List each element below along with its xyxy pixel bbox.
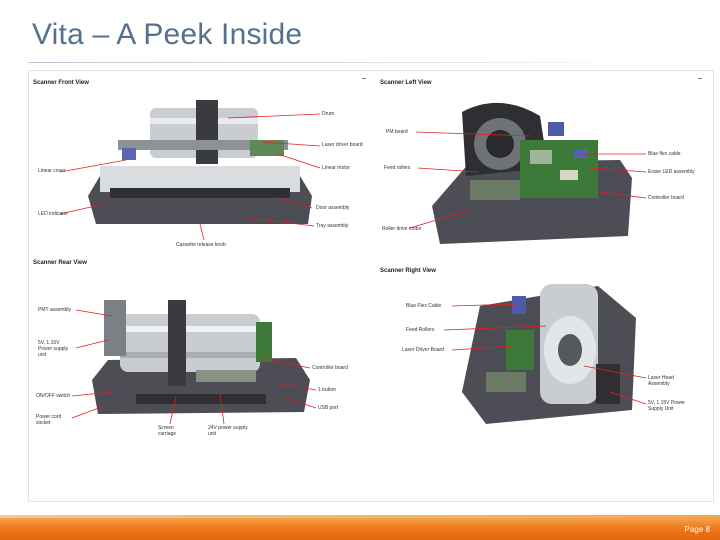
callout-power-cord-socket: Power cord socket bbox=[36, 414, 62, 426]
callout-laser-driver-board: Laser driver board bbox=[322, 142, 363, 148]
callout-on-off-switch: ON/OFF switch bbox=[36, 393, 71, 399]
front-view-label: Scanner Front View bbox=[33, 80, 89, 86]
callout-button: 1 button bbox=[318, 387, 337, 393]
slide-title: Vita – A Peek Inside bbox=[32, 18, 303, 51]
callout-laser-head-assembly: Laser Head Assembly bbox=[648, 375, 674, 387]
callout-24v-power-supply: 24V power supply unit bbox=[208, 425, 248, 437]
callout-feed-rollers: Feed rollers bbox=[384, 165, 411, 171]
callout-led-indicator: LED indicator bbox=[38, 211, 69, 217]
callout-5v-power-supply-rear: 5V, 1.15V Power supply unit bbox=[38, 340, 69, 358]
callout-roller-drive-motor: Roller drive motor bbox=[382, 226, 422, 232]
callout-pm-board: PM board bbox=[386, 129, 408, 135]
callout-controller-board-left: Controller board bbox=[648, 195, 684, 201]
callout-usb-port: USB port bbox=[318, 405, 339, 411]
page-number: Page 8 bbox=[684, 525, 710, 534]
callout-5v-power-supply-right: 5V, 1.15V Power Supply Unit bbox=[648, 400, 686, 412]
corner-tick bbox=[698, 78, 702, 79]
right-view-label: Scanner Right View bbox=[380, 268, 436, 274]
left-view-label: Scanner Left View bbox=[380, 80, 432, 86]
callout-laser-driver-board-right: Laser Driver Board bbox=[402, 347, 444, 353]
callout-door-assembly: Door assembly bbox=[316, 205, 350, 211]
footer-bar: Page 8 bbox=[0, 515, 720, 540]
callout-erase-led-assembly: Erase LED assembly bbox=[648, 169, 695, 175]
callout-pmt-assembly: PMT assembly bbox=[38, 307, 71, 313]
callout-screen-carriage: Screen carriage bbox=[158, 425, 177, 437]
callout-drum: Drum bbox=[322, 111, 335, 117]
corner-tick bbox=[362, 78, 366, 79]
rear-view-label: Scanner Rear View bbox=[33, 260, 87, 266]
callout-blue-flex-cable: Blue flex cable bbox=[648, 151, 681, 157]
callout-linear-motor: Linear motor bbox=[322, 165, 351, 171]
title-divider bbox=[28, 62, 628, 63]
callout-blue-flex-cable-right: Blue Flex Cable bbox=[406, 303, 442, 309]
callout-controller-board-rear: Controller board bbox=[312, 365, 348, 371]
callout-feed-rollers-right: Feed Rollers bbox=[406, 327, 435, 333]
callout-linear-cover: Linear cover bbox=[38, 168, 66, 174]
callout-tray-assembly: Tray assembly bbox=[316, 223, 349, 229]
callout-cassette-release-knob: Cassette release knob bbox=[176, 242, 226, 248]
